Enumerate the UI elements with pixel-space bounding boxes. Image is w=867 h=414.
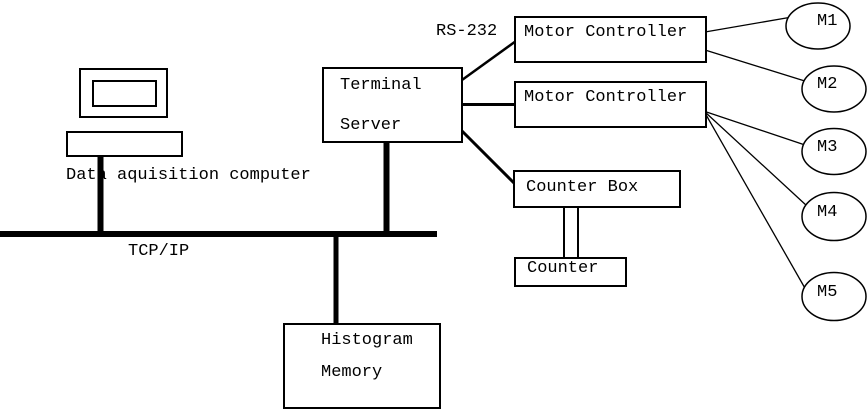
motor-m2-ellipse — [801, 65, 867, 113]
counter-box-node: Counter Box — [513, 170, 681, 208]
motor-controller-2-node: Motor Controller — [514, 81, 707, 128]
motor-m1-label: M1 — [817, 12, 838, 31]
histogram-memory-node: Histogram Memory — [283, 323, 441, 409]
motor-controller-2-label: Motor Controller — [524, 88, 688, 107]
mc2-to-m4-line — [704, 111, 808, 207]
ts-to-counterbox-line — [460, 129, 518, 187]
counter-box-label: Counter Box — [526, 178, 639, 197]
counter-label: Counter — [527, 259, 599, 278]
motor-controller-1-node: Motor Controller — [514, 16, 707, 63]
data-acquisition-computer-label: Data aquisition computer — [66, 166, 311, 185]
tcpip-bus-label: TCP/IP — [128, 242, 190, 261]
motor-m3-label: M3 — [817, 138, 838, 157]
motor-m4-ellipse — [801, 191, 867, 242]
motor-m3-ellipse — [801, 127, 867, 176]
mc2-to-m3-line — [704, 110, 809, 147]
terminal-server-label-line1: Terminal — [340, 76, 422, 95]
terminal-server-node: Terminal Server — [322, 67, 463, 143]
rs232-link-label: RS-232 — [436, 22, 498, 41]
computer-keyboard-icon — [66, 131, 183, 157]
motor-m5-label: M5 — [817, 283, 838, 302]
ts-to-mc1-line — [461, 39, 517, 82]
mc1-to-m2-line — [704, 49, 809, 83]
computer-monitor-icon — [79, 68, 168, 118]
computer-screen-icon — [92, 80, 157, 107]
histogram-memory-label-line1: Histogram — [321, 331, 413, 350]
motor-m5-ellipse — [801, 271, 867, 322]
mc1-to-m1-line — [704, 16, 793, 33]
motor-m2-label: M2 — [817, 75, 838, 94]
mc2-to-m5-line — [704, 112, 807, 291]
motor-controller-1-label: Motor Controller — [524, 23, 688, 42]
terminal-server-label-line2: Server — [340, 116, 402, 135]
counter-node: Counter — [514, 257, 627, 287]
histogram-memory-label-line2: Memory — [321, 363, 383, 382]
motor-m1-ellipse — [785, 2, 851, 50]
motor-m4-label: M4 — [817, 203, 838, 222]
